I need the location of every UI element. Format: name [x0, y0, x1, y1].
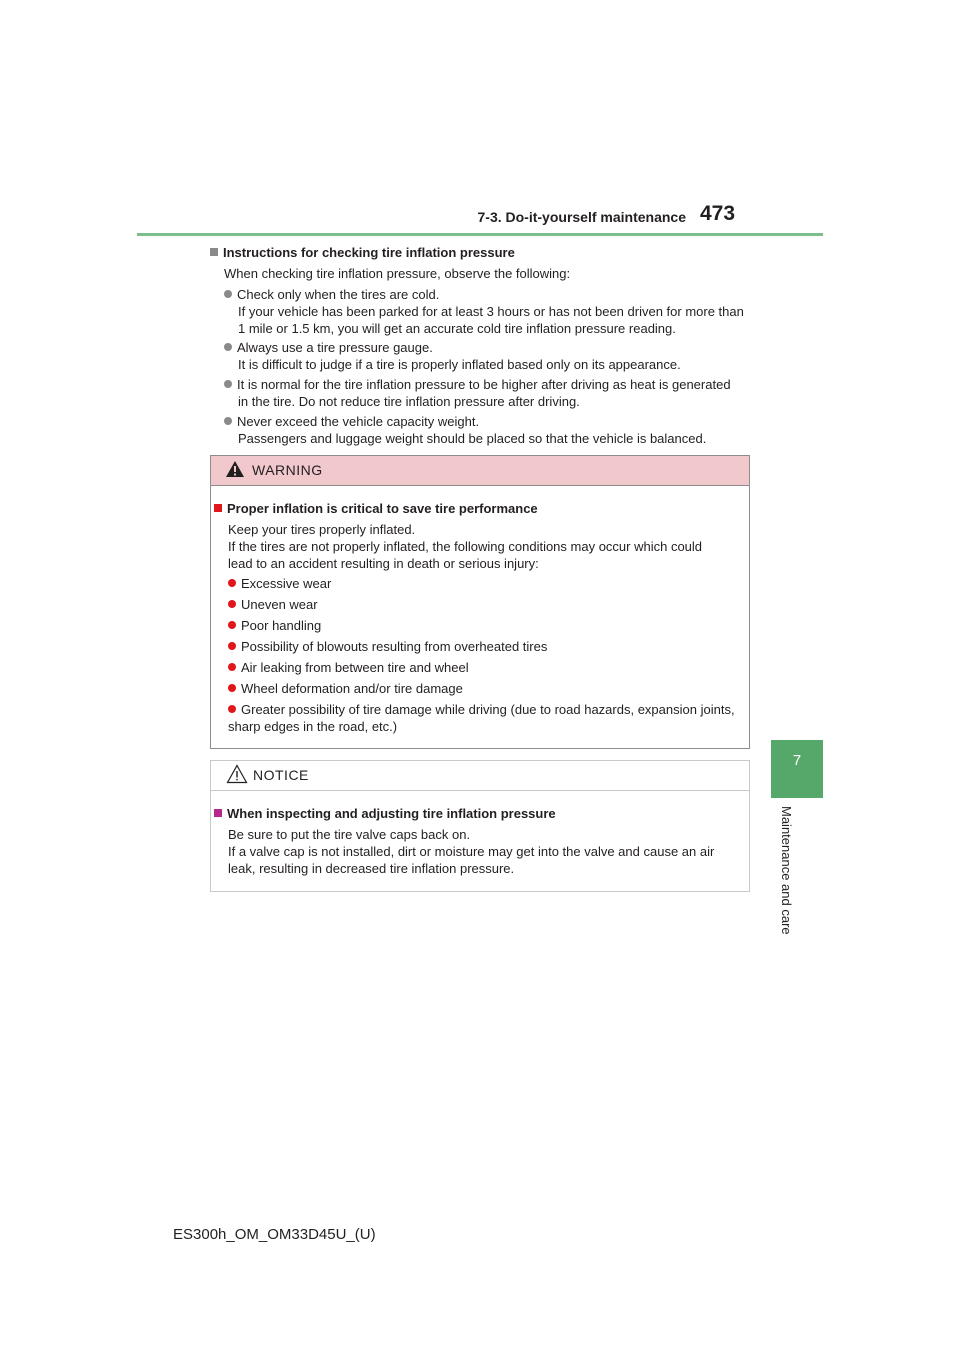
- instructions-intro: When checking tire inflation pressure, o…: [224, 266, 571, 281]
- list-item: Excessive wear: [228, 575, 744, 592]
- round-bullet-icon: [228, 684, 236, 692]
- notice-box: [210, 760, 750, 892]
- list-item: Possibility of blowouts resulting from o…: [228, 638, 744, 655]
- list-item: Air leaking from between tire and wheel: [228, 659, 744, 676]
- instructions-heading: Instructions for checking tire inflation…: [210, 244, 515, 261]
- list-item: Uneven wear: [228, 596, 744, 613]
- notice-paragraph: leak, resulting in decreased tire inflat…: [228, 861, 515, 876]
- round-bullet-icon: [228, 663, 236, 671]
- notice-paragraph: Be sure to put the tire valve caps back …: [228, 827, 471, 842]
- round-bullet-icon: [228, 705, 236, 713]
- round-bullet-icon: [224, 290, 232, 298]
- list-item: Never exceed the vehicle capacity weight…: [224, 413, 752, 447]
- round-bullet-icon: [224, 380, 232, 388]
- notice-paragraph: If a valve cap is not installed, dirt or…: [228, 844, 715, 859]
- document-code: ES300h_OM_OM33D45U_(U): [173, 1226, 376, 1243]
- warning-paragraph: If the tires are not properly inflated, …: [228, 539, 703, 554]
- warning-title: WARNING: [252, 462, 323, 478]
- round-bullet-icon: [228, 600, 236, 608]
- round-bullet-icon: [224, 343, 232, 351]
- warning-header: [211, 456, 749, 486]
- warning-paragraph: lead to an accident resulting in death o…: [228, 556, 539, 571]
- notice-title: NOTICE: [253, 767, 309, 783]
- warning-triangle-icon: [226, 461, 244, 477]
- header-rule: [137, 233, 823, 236]
- list-item: Greater possibility of tire damage while…: [228, 702, 735, 734]
- warning-paragraph: Keep your tires properly inflated.: [228, 522, 416, 537]
- warning-heading: Proper inflation is critical to save tir…: [214, 500, 538, 517]
- notice-rule: [211, 790, 749, 791]
- round-bullet-icon: [224, 417, 232, 425]
- running-header-section: 7-3. Do-it-yourself maintenance: [477, 209, 687, 225]
- round-bullet-icon: [228, 621, 236, 629]
- list-item: Always use a tire pressure gauge. It is …: [224, 339, 752, 373]
- round-bullet-icon: [228, 579, 236, 587]
- square-bullet-icon: [214, 504, 222, 512]
- square-bullet-icon: [214, 809, 222, 817]
- square-bullet-icon: [210, 248, 218, 256]
- warning-box: [210, 455, 750, 749]
- chapter-tab: [771, 740, 823, 798]
- list-item: Wheel deformation and/or tire damage: [228, 680, 744, 697]
- list-item: It is normal for the tire inflation pres…: [224, 376, 752, 410]
- round-bullet-icon: [228, 642, 236, 650]
- notice-heading: When inspecting and adjusting tire infla…: [214, 805, 556, 822]
- caution-triangle-icon: [226, 764, 248, 784]
- list-item: Poor handling: [228, 617, 744, 634]
- list-item: Check only when the tires are cold. If y…: [224, 286, 752, 337]
- chapter-tab-number: 7: [792, 752, 802, 769]
- page-number: 473: [700, 202, 736, 225]
